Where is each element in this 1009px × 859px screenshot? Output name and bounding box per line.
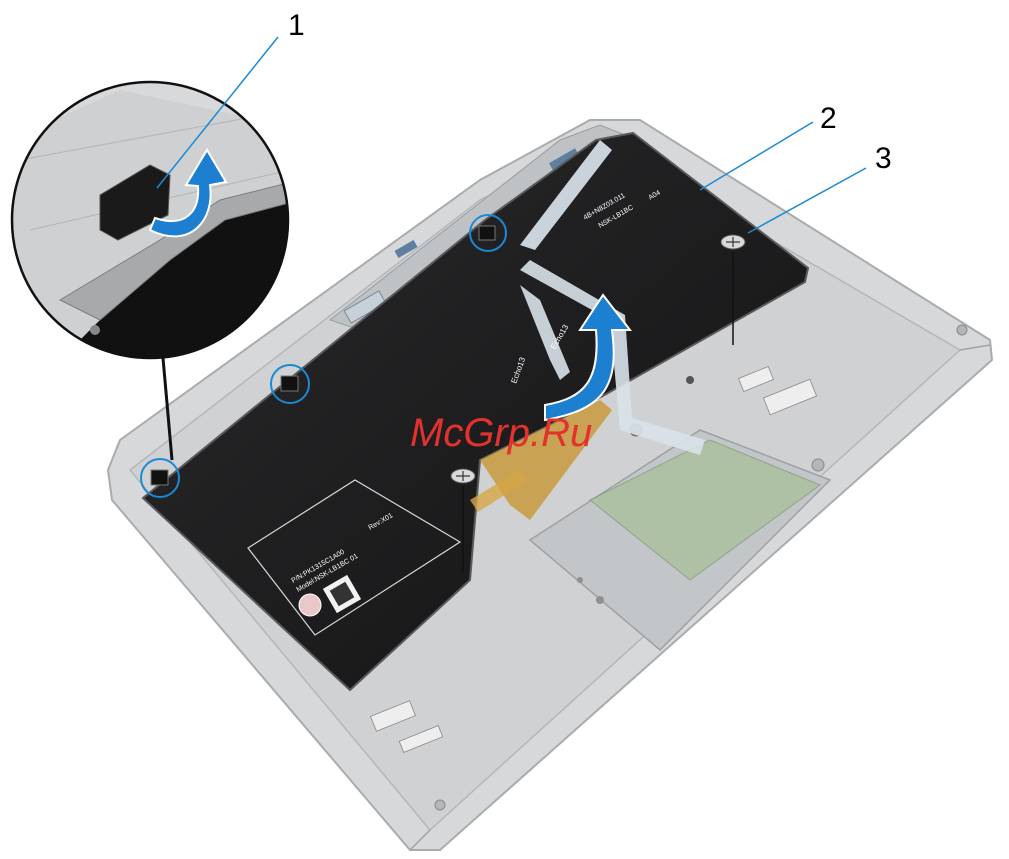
callout-line-2 <box>700 122 813 190</box>
callout-number-1: 1 <box>288 9 305 42</box>
watermark: McGrp.Ru <box>410 411 592 455</box>
callout-number-3: 3 <box>875 142 892 175</box>
zoom-detail <box>10 80 300 370</box>
callout-number-2: 2 <box>820 102 837 135</box>
